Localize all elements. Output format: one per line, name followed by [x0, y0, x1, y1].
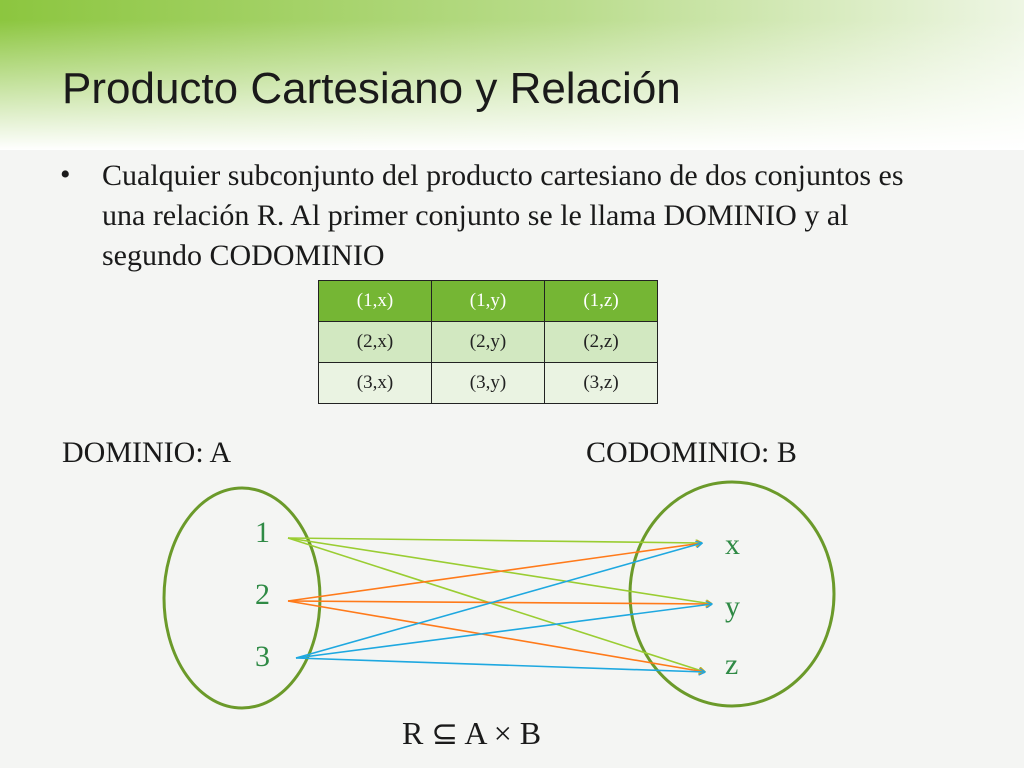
table-cell: (1,y) [431, 280, 545, 322]
domain-label: DOMINIO: A [62, 436, 232, 469]
codomain-ellipse [628, 480, 836, 708]
codomain-element-x: x [725, 528, 740, 561]
cartesian-product-table: (1,x) (1,y) (1,z) (2,x) (2,y) (2,z) (3,x… [318, 280, 658, 404]
table-row: (1,x) (1,y) (1,z) [318, 280, 658, 322]
domain-element-2: 2 [255, 578, 270, 611]
slide-title: Producto Cartesiano y Relación [62, 64, 681, 113]
bullet-text: Cualquier subconjunto del producto carte… [102, 159, 904, 272]
arrow-2-z [287, 600, 705, 672]
table-cell: (1,z) [544, 280, 658, 322]
codomain-label: CODOMINIO: B [586, 436, 797, 469]
table-row: (3,x) (3,y) (3,z) [318, 362, 658, 404]
table-cell: (3,z) [544, 362, 658, 404]
relation-arrows [287, 537, 712, 672]
table-cell: (1,x) [318, 280, 432, 322]
domain-element-3: 3 [255, 640, 270, 673]
arrow-1-x [287, 537, 702, 543]
table-cell: (2,x) [318, 321, 432, 363]
codomain-element-z: z [725, 648, 739, 681]
arrow-3-y [295, 604, 712, 659]
bullet-marker: • [60, 158, 71, 191]
table-cell: (3,y) [431, 362, 545, 404]
table-cell: (3,x) [318, 362, 432, 404]
codomain-element-y: y [725, 590, 740, 623]
domain-ellipse [162, 486, 322, 710]
table-cell: (2,y) [431, 321, 545, 363]
relation-formula: R ⊆ A × B [402, 715, 542, 751]
arrow-3-z [295, 657, 705, 672]
domain-element-1: 1 [255, 516, 270, 549]
arrow-2-y [287, 600, 712, 604]
arrow-3-x [295, 543, 702, 659]
arrow-2-x [287, 543, 702, 602]
arrow-1-z [287, 537, 705, 672]
